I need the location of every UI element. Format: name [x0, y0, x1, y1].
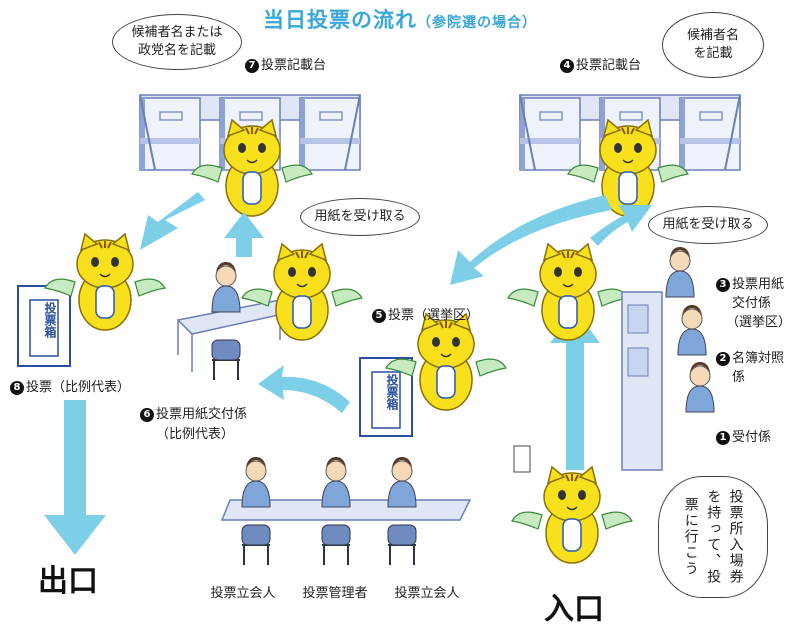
observer-label-1: 投票立会人 [210, 586, 276, 601]
ballot-box-8-label: 投票箱 [43, 302, 57, 338]
observer-label-2: 投票立会人 [394, 586, 460, 601]
title-main: 当日投票の流れ [263, 8, 417, 32]
bubble-booth-7-line1: 候補者名または [131, 25, 223, 41]
arrow-entrance-stem [566, 340, 584, 470]
booth-group-7 [139, 94, 361, 171]
mascot-clerk-6 [241, 243, 363, 341]
entrance-label: 入口 [544, 592, 604, 627]
observers-table [220, 456, 472, 566]
booth-group-4 [519, 94, 741, 171]
reception-counter [621, 246, 715, 471]
exit-label: 出口 [38, 564, 98, 599]
arrow-to-ballot-5 [450, 195, 612, 285]
arrow-to-booth-7-head [224, 212, 264, 238]
manager-label: 投票管理者 [302, 586, 368, 601]
arrow-exit-head [44, 515, 106, 555]
bubble-entrance: 投票所入場券を持って、投票に行こう [658, 476, 768, 598]
mascot-booth-7 [191, 119, 313, 217]
arrow-to-clerk-6 [258, 365, 350, 413]
mascot-receive-3 [507, 243, 629, 341]
arrow-to-booth-7-stem [236, 235, 252, 257]
ballot-box-8 [17, 285, 71, 367]
ballot-box-5-label: 投票箱 [385, 374, 399, 410]
bubble-booth-4-line1: 候補者名 [686, 28, 739, 44]
admission-ticket-icon [513, 445, 531, 473]
bubble-booth-7: 候補者名または政党名を記載 [112, 14, 242, 70]
title-sub: （参院選の場合） [417, 15, 537, 31]
bubble-receive-right: 用紙を受け取る [648, 206, 768, 244]
bubble-booth-4: 候補者名を記載 [662, 12, 764, 78]
bubble-entrance-text: 投票所入場券を持って、投票に行こう [682, 489, 744, 585]
arrow-to-ballot-8 [140, 192, 205, 250]
bubble-receive-left: 用紙を受け取る [300, 198, 420, 236]
arrow-to-booth-4 [590, 205, 652, 246]
page-title: 当日投票の流れ（参院選の場合） [0, 4, 800, 34]
arrow-exit-stem [64, 400, 86, 520]
bubble-booth-7-line2: 政党名を記載 [137, 43, 216, 58]
mascot-entrance [511, 466, 633, 564]
bubble-booth-4-line2: を記載 [693, 46, 733, 61]
